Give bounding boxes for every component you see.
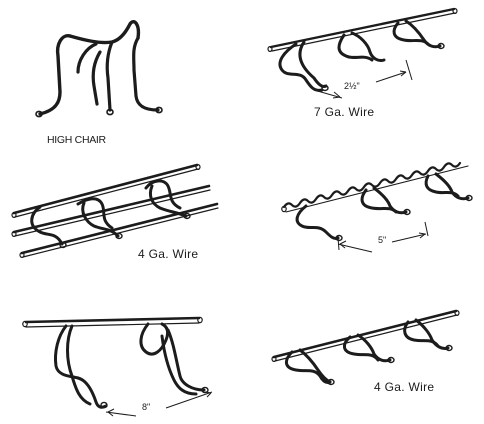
individual-chairs-on-rod-illustration xyxy=(22,316,213,417)
continuous-chair-4ga-single-rail-illustration xyxy=(271,309,460,386)
continuous-chair-4ga-triple-rail-illustration xyxy=(11,163,219,259)
ga7-caption: 7 Ga. Wire xyxy=(314,105,375,119)
wavy-spacing-dimension: 5" xyxy=(378,235,387,245)
continuous-chair-corrugated-illustration xyxy=(281,161,473,253)
ga4-caption-left: 4 Ga. Wire xyxy=(138,247,199,261)
ga4-caption-right: 4 Ga. Wire xyxy=(374,380,435,394)
ga7-spacing-dimension: 2½" xyxy=(344,81,360,91)
chair-spacing-dimension: 8" xyxy=(142,402,151,412)
continuous-chair-7ga-illustration xyxy=(267,7,458,99)
high-chair-label: HIGH CHAIR xyxy=(47,134,106,146)
high-chair-illustration xyxy=(35,20,163,118)
